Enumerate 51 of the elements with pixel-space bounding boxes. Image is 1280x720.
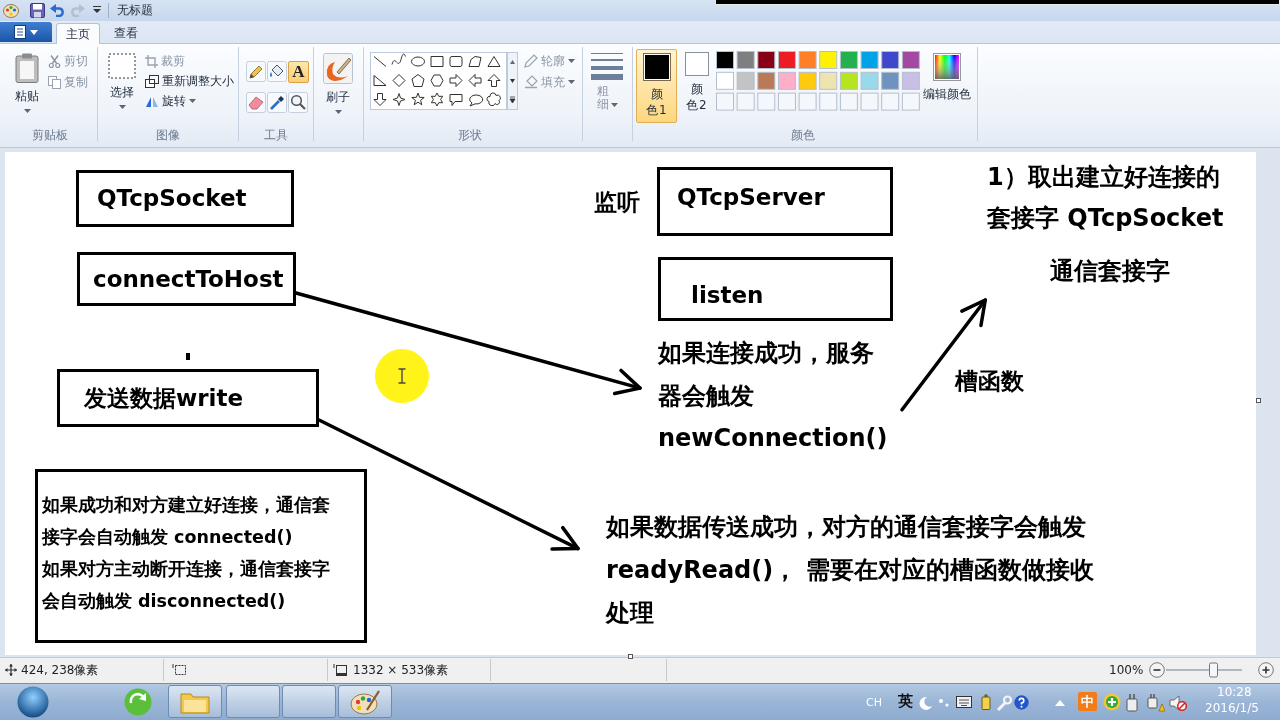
process-box — [76, 170, 294, 227]
canvas-size: 1332 × 533像素 — [353, 662, 449, 678]
box-label: QTcpServer — [677, 183, 825, 212]
group-label: 工具 — [264, 127, 288, 143]
select-label: 选择 — [110, 84, 134, 100]
line-width-label: 粗细 — [596, 85, 609, 112]
group-label: 图像 — [156, 127, 180, 143]
annotation-text: 如果数据传送成功，对方的通信套接字会触发 readyRead()， 需要在对应的槽函数做接收处理 — [606, 512, 1095, 629]
box-label: 如果对方主动断开连接，通信套接字会自动触发 disconnected() — [42, 558, 330, 613]
group-label: 剪贴板 — [32, 127, 68, 143]
process-box — [35, 469, 367, 643]
annotation-text: 如果连接成功，服务器会触发 newConnection() — [658, 338, 889, 454]
box-label: connectToHost — [93, 264, 284, 294]
process-box — [57, 369, 319, 427]
group-label: 形状 — [458, 127, 482, 143]
cursor-position: 424, 238像素 — [21, 662, 99, 678]
arrow — [294, 291, 642, 396]
input-mode-indicator: 中 — [1078, 692, 1097, 711]
input-mode-indicator: 英 — [898, 692, 913, 710]
paste-label: 粘贴 — [15, 88, 39, 104]
secondary-color-label: 颜色 2 — [685, 81, 708, 113]
crop-label: 裁剪 — [161, 53, 185, 69]
clock-date: 2016/1/5 — [1205, 701, 1259, 716]
arrow — [317, 418, 580, 551]
box-label: 发送数据write — [84, 383, 244, 413]
copy-label: 复制 — [64, 74, 88, 90]
outline-label: 轮廓 — [541, 53, 565, 69]
process-box — [77, 252, 296, 306]
box-label: listen — [691, 280, 764, 310]
process-box — [658, 257, 893, 321]
clock-time: 10:28 — [1217, 685, 1252, 700]
view-label: 查看 — [113, 25, 139, 42]
annotation-text: 1）取出建立好连接的套接字 QTcpSocket — [987, 162, 1225, 234]
edit-colors-label: 编辑颜色 — [923, 86, 971, 102]
text-tool-button: A — [288, 61, 309, 83]
annotation-text: 通信套接字 — [1048, 256, 1171, 287]
zoom-level: 100% — [1109, 662, 1144, 678]
cut-label: 剪切 — [64, 53, 88, 69]
box-label: 如果成功和对方建立好连接，通信套接字会自动触发 connected() — [42, 494, 330, 549]
box-label: QTcpSocket — [97, 184, 247, 213]
group-label: 颜色 — [791, 127, 815, 143]
arrow — [900, 298, 988, 412]
primary-color-button: 颜色 1 — [636, 49, 677, 123]
rotate-label: 旋转 — [162, 93, 186, 109]
brush-label: 刷子 — [326, 89, 350, 105]
language-indicator: CH — [866, 696, 882, 710]
side-label: 监听 — [594, 187, 640, 216]
fill-label: 填充 — [541, 74, 565, 90]
window-title: 无标题 — [117, 2, 153, 19]
home-tab: 主页 — [56, 23, 100, 44]
resize-label: 重新调整大小 — [162, 73, 234, 89]
